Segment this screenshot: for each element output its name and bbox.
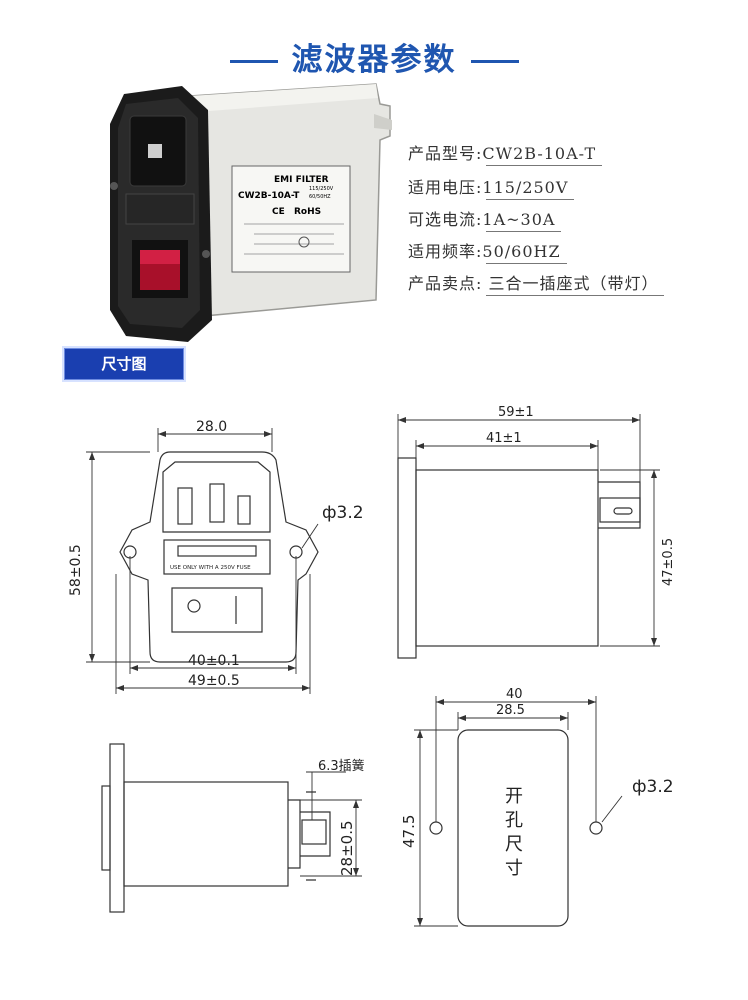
dim-terminal-spacing: 28±0.5: [338, 820, 356, 876]
dim-hole-dia: ф3.2: [322, 503, 364, 523]
dim-height-left: 58±0.5: [68, 544, 84, 596]
dim-inner-width: 28.5: [496, 703, 525, 718]
front-view: [119, 451, 319, 663]
cutout-label-char: 孔: [505, 810, 523, 831]
product-photo: EMI FILTER CW2B-10A-T 115/250V 60/50HZ C…: [110, 83, 392, 342]
front-dimension-lines: [86, 428, 319, 694]
bottom-view: [101, 743, 331, 913]
dim-hole-spacing: 40±0.1: [188, 653, 240, 669]
spec-selling-point: 产品卖点: 三合一插座式（带灯）: [408, 270, 665, 296]
spec-underline: [486, 295, 665, 296]
fuse-warning-text: USE ONLY WITH A 250V FUSE: [170, 565, 251, 571]
label-rohs: RoHS: [294, 207, 321, 217]
cutout-label-char: 开: [505, 786, 523, 807]
title-dash-right: [470, 60, 519, 63]
dim-body-height: 47±0.5: [661, 538, 676, 586]
spec-voltage: 适用电压:115/250V: [408, 174, 575, 200]
dim-width-top: 28.0: [196, 419, 227, 435]
side-dimension-lines: [397, 414, 660, 647]
cutout-label-char: 寸: [505, 858, 523, 879]
label-freq: 60/50HZ: [309, 194, 331, 200]
spec-model: 产品型号:CW2B-10A-T: [408, 140, 603, 166]
spec-underline: [486, 263, 567, 264]
title-dash-left: [229, 60, 278, 63]
dim-cutout-height: 47.5: [400, 815, 418, 848]
spec-current: 可选电流:1A~30A: [408, 206, 562, 232]
spec-underline: [486, 231, 562, 232]
label-title: EMI FILTER: [274, 175, 329, 185]
label-rating: 115/250V: [309, 186, 334, 192]
spec-frequency: 适用频率:50/60HZ: [408, 238, 567, 264]
section-badge: 尺寸图: [64, 348, 184, 380]
spec-underline: [486, 165, 603, 166]
arrowheads: [89, 417, 657, 926]
dim-outer-width: 40: [506, 687, 523, 702]
bottom-dimension-lines: [300, 771, 362, 877]
spec-underline: [486, 199, 575, 200]
title-text: 滤波器参数: [291, 42, 457, 78]
product-label: EMI FILTER CW2B-10A-T 115/250V 60/50HZ C…: [231, 165, 351, 273]
dim-body-length: 41±1: [486, 431, 522, 446]
dim-cutout-hole: ф3.2: [632, 777, 674, 797]
dim-flange-width: 49±0.5: [188, 673, 240, 689]
label-ce: CE: [272, 207, 285, 217]
dim-overall-length: 59±1: [498, 405, 534, 420]
page-title: 滤波器参数: [0, 34, 748, 79]
side-view: [397, 457, 641, 659]
cutout-dimension-lines: [414, 696, 623, 927]
label-model: CW2B-10A-T: [238, 191, 300, 201]
cutout-label-char: 尺: [505, 834, 523, 855]
dim-terminal: 6.3插簧: [318, 758, 365, 774]
